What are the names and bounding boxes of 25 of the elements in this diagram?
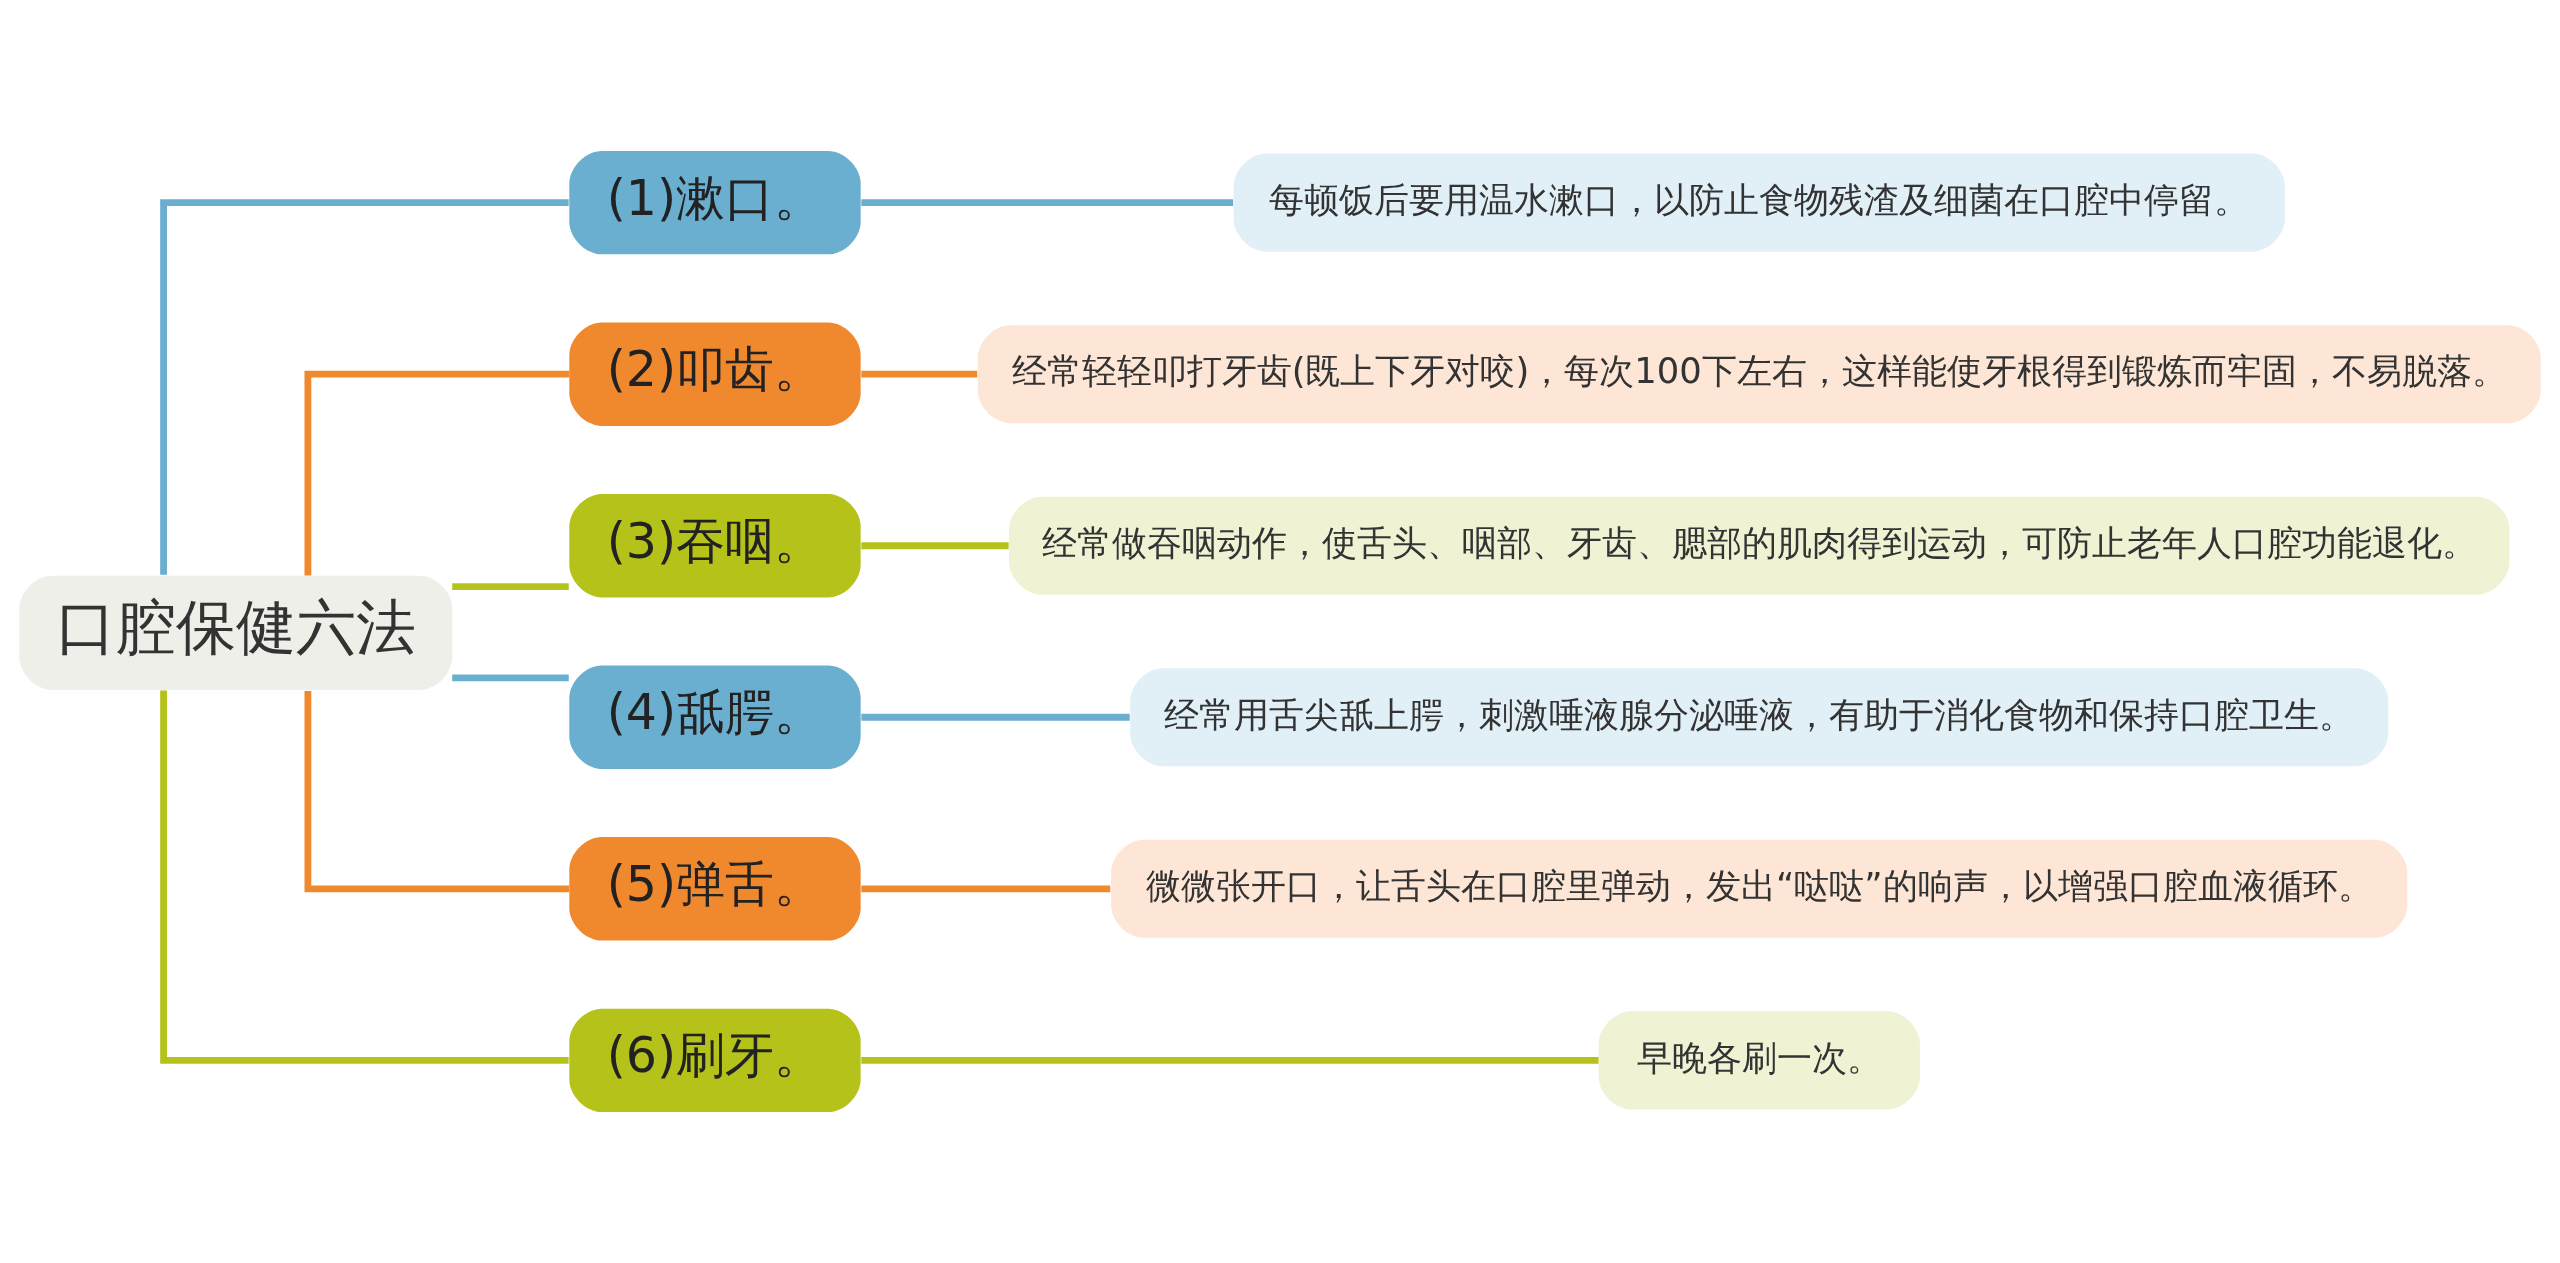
node-box: (5)弹舌。 <box>569 837 861 941</box>
node-box: (6)刷牙。 <box>569 1008 861 1113</box>
connector <box>861 542 1009 550</box>
connector <box>861 370 978 378</box>
connector <box>304 370 570 576</box>
connector <box>160 199 569 575</box>
node-box: (1)漱口。 <box>569 150 861 255</box>
connector <box>304 690 570 893</box>
connector <box>160 690 569 1064</box>
node-box: (4)舐腭。 <box>569 665 861 769</box>
connector <box>452 674 569 682</box>
connector <box>861 1056 1599 1064</box>
node-box: 口腔保健六法 <box>19 575 453 691</box>
node-box: 微微张开口，让舌头在口腔里弹动，发出“哒哒”的响声，以增强口腔血液循环。 <box>1111 839 2408 938</box>
connector <box>861 199 1234 207</box>
node-box: 经常做吞咽动作，使舌头、咽部、牙齿、腮部的肌肉得到运动，可防止老年人口腔功能退化。 <box>1009 496 2510 595</box>
node-box: (3)吞咽。 <box>569 494 861 598</box>
connector <box>861 713 1130 721</box>
connector <box>452 583 569 590</box>
node-box: 经常用舌尖舐上腭，刺激唾液腺分泌唾液，有助于消化食物和保持口腔卫生。 <box>1130 668 2389 767</box>
node-box: (2)叩齿。 <box>569 322 861 426</box>
node-box: 经常轻轻叩打牙齿(既上下牙对咬)，每次100下左右，这样能使牙根得到锻炼而牢固，不易脱落。 <box>977 325 2541 424</box>
node-box: 早晚各刷一次。 <box>1598 1011 1920 1110</box>
node-box: 每顿饭后要用温水漱口，以防止食物残渣及细菌在口腔中停留。 <box>1233 153 2285 252</box>
connector <box>861 885 1111 893</box>
